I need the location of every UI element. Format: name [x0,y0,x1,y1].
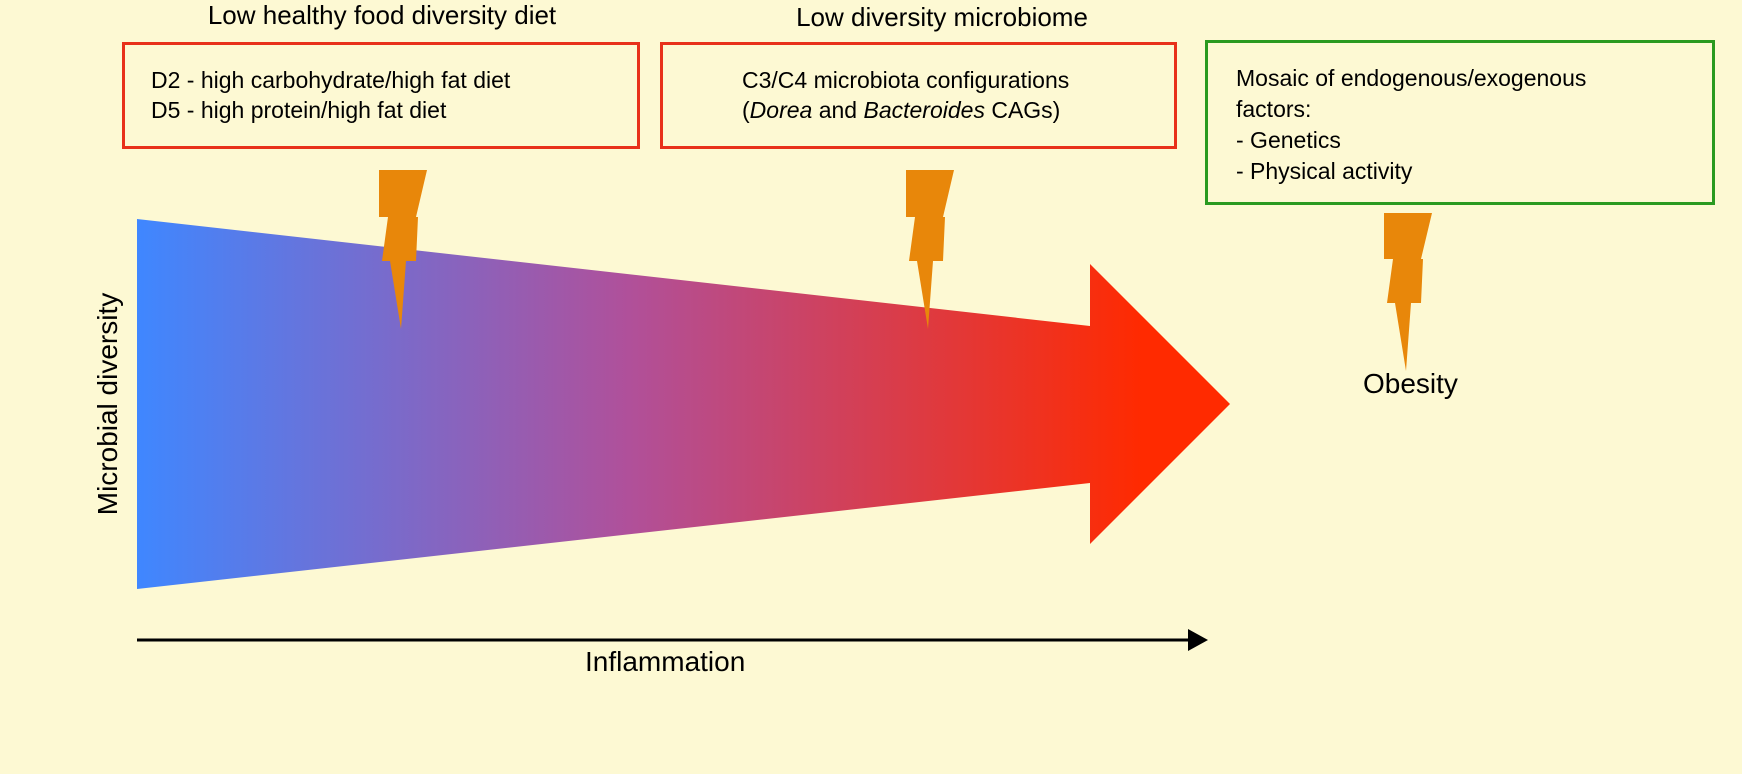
genus-dorea: Dorea [749,97,813,123]
and-text: and [812,97,864,123]
microbiome-line-configurations: C3/C4 microbiota configurations [742,67,1070,93]
factors-line-factors: factors: [1236,96,1312,122]
genus-bacteroides: Bacteroides [863,97,985,123]
obesity-label: Obesity [1363,368,1458,399]
microbiome-line-cags: (Dorea and Bacteroides CAGs) [742,95,1174,125]
diversity-gradient-arrow [137,219,1230,589]
microbiome-box: C3/C4 microbiota configurations (Dorea a… [660,42,1177,149]
factors-item-physical-activity: - Physical activity [1236,158,1413,184]
lightning-bolt-icon [379,170,427,329]
factors-box: Mosaic of endogenous/exogenous factors: … [1205,40,1715,205]
lightning-bolt-icon [1384,213,1432,371]
paren-open: ( [742,97,750,123]
inflammation-axis-arrowhead [1188,629,1208,651]
diet-line-d2: D2 - high carbohydrate/high fat diet [151,67,511,93]
lightning-bolt-icon [906,170,954,329]
microbial-diversity-axis-label: Microbial diversity [92,292,123,516]
diet-box: D2 - high carbohydrate/high fat diet D5 … [122,42,640,149]
diet-line-d5: D5 - high protein/high fat diet [151,97,447,123]
microbiome-heading: Low diversity microbiome [796,2,1088,32]
cags-text: CAGs) [984,97,1061,123]
factors-item-genetics: - Genetics [1236,127,1341,153]
inflammation-axis-label: Inflammation [585,646,746,677]
factors-line-mosaic: Mosaic of endogenous/exogenous [1236,65,1587,91]
diet-heading: Low healthy food diversity diet [207,0,557,30]
